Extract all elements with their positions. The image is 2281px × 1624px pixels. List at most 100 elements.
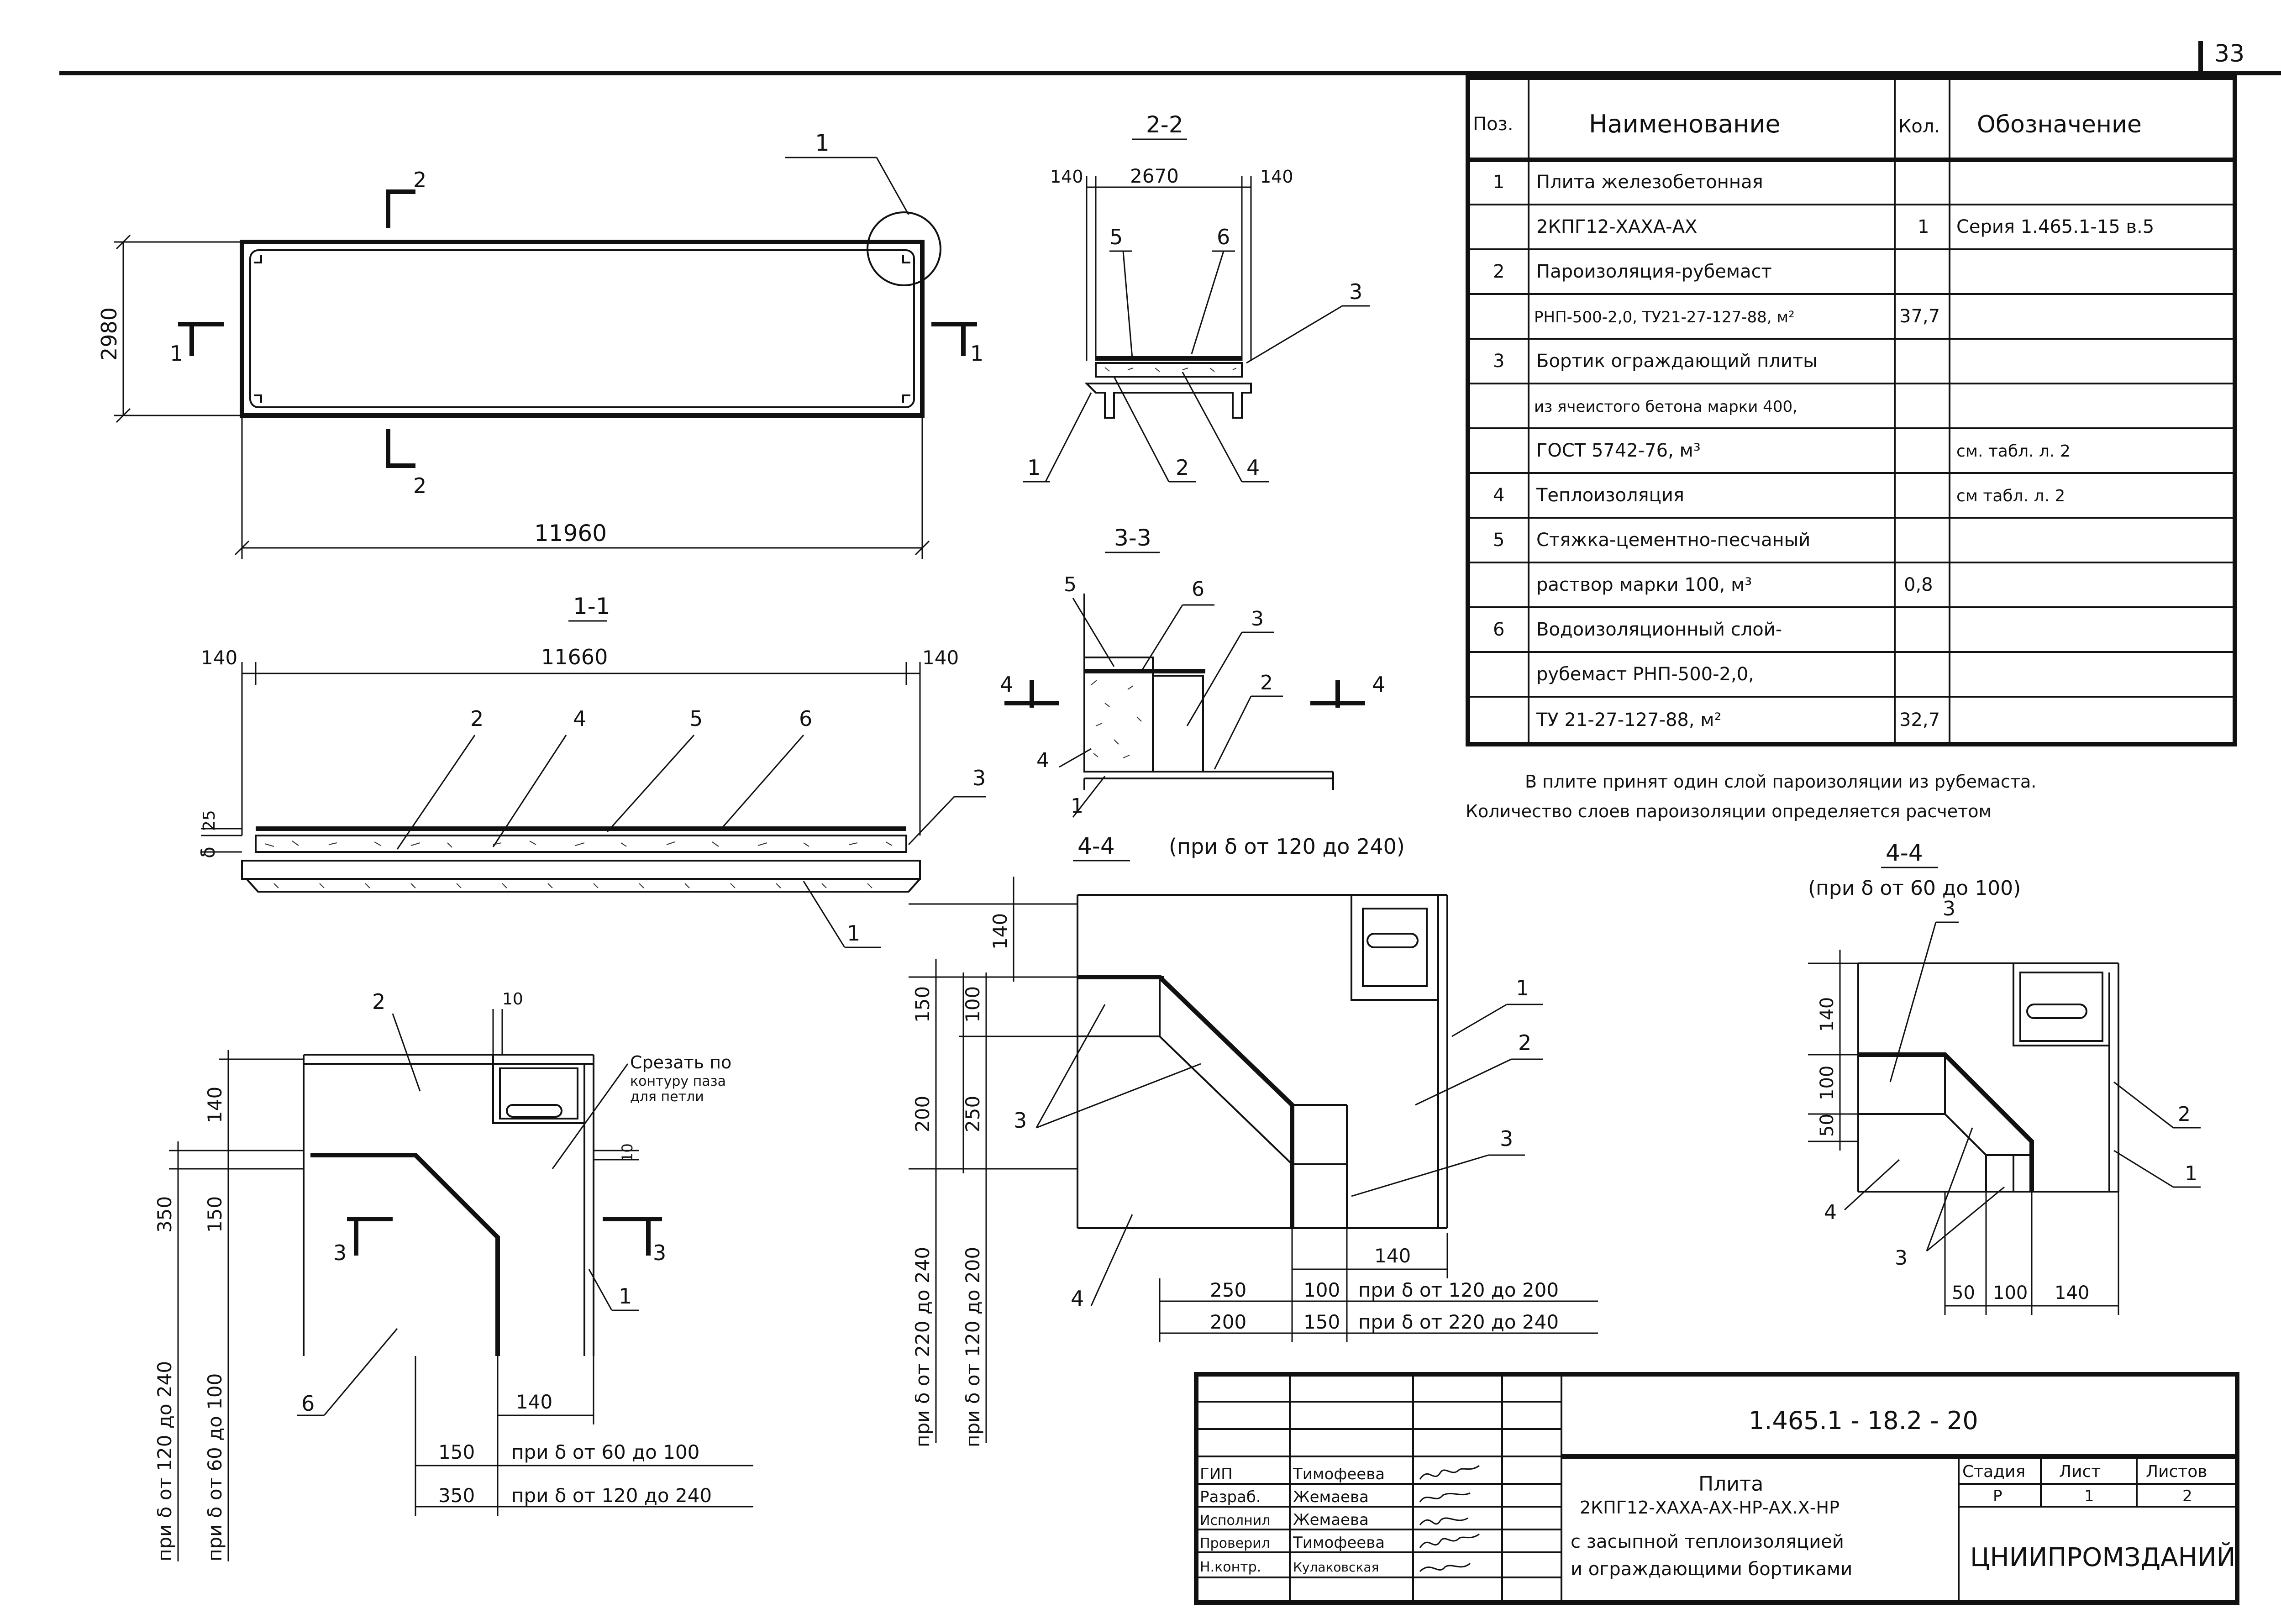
spec-row-name: Теплоизоляция — [1536, 485, 1684, 506]
spec-row-name: РНП-500-2,0, ТУ21-27-127-88, м² — [1534, 308, 1795, 326]
section-2-2-label-1: 1 — [1027, 455, 1041, 480]
section-4-4b-dim-100: 100 — [1817, 1066, 1838, 1100]
section-1-1-slab — [241, 860, 921, 880]
section-1-1-label-3: 3 — [972, 766, 986, 790]
detail-dim-10-top: 10 — [502, 990, 523, 1009]
role-name: Кулаковская — [1293, 1560, 1379, 1575]
title-block-stage-header: Стадия — [1962, 1462, 2025, 1481]
detail-row2-a: 350 — [438, 1484, 475, 1507]
section-2-2-label-4: 4 — [1246, 455, 1260, 480]
corner-number: 33 — [2214, 40, 2244, 68]
spec-row-qty: 32,7 — [1899, 710, 1940, 731]
detail-dim-140: 140 — [204, 1087, 226, 1123]
detail-cut-3-left: 3 — [333, 1240, 347, 1265]
role-name: Жемаева — [1293, 1488, 1369, 1506]
title-block-frame — [1194, 1372, 2239, 1605]
role-title: Проверил — [1200, 1535, 1270, 1551]
spec-header-name: Наименование — [1589, 110, 1781, 138]
role-name: Тимофеева — [1293, 1465, 1385, 1483]
detail-row2-text: при δ от 120 до 240 — [511, 1484, 712, 1507]
spec-header-pos: Поз. — [1473, 114, 1514, 135]
signature-5 — [1419, 1562, 1471, 1572]
detail-dim-350: 350 — [153, 1196, 176, 1233]
corner-detail: 140 350 150 при δ от 120 до 240 при δ от… — [153, 989, 753, 1561]
section-4-4a-row2-b: 150 — [1303, 1311, 1340, 1333]
section-1-1-dim-mid: 11660 — [541, 645, 608, 669]
role-title: Н.контр. — [1200, 1559, 1261, 1575]
detail-vert-label-2: при δ от 60 до 100 — [204, 1373, 226, 1561]
title-block-title-line-4: и ограждающими бортиками — [1571, 1559, 1852, 1580]
plan-detail-callout-circle — [867, 211, 941, 286]
section-1-1-delta: δ — [197, 846, 219, 858]
detail-cut-3-right: 3 — [653, 1240, 666, 1265]
section-2-2-dim-left: 140 — [1050, 167, 1083, 187]
section-4-4a-dim-100: 100 — [962, 986, 984, 1023]
section-2-2-label-2: 2 — [1176, 455, 1189, 480]
section-4-4a-dim-150: 150 — [911, 986, 934, 1023]
spec-row-name: 2КПГ12-ХАХА-АХ — [1536, 216, 1697, 237]
plan-cut-1-right: 1 — [970, 341, 983, 366]
section-3-3-cut-left: 4 — [1000, 672, 1013, 697]
signature-2 — [1419, 1492, 1471, 1503]
section-2-2-dim-mid: 2670 — [1130, 165, 1179, 187]
detail-note-line-3: для петли — [630, 1089, 704, 1105]
note-line-1: В плите принят один слой пароизоляции из… — [1525, 772, 2036, 792]
role-title: ГИП — [1200, 1465, 1233, 1483]
detail-label-1: 1 — [619, 1284, 632, 1309]
section-3-3-label-6: 6 — [1192, 578, 1204, 601]
detail-row1-text: при δ от 60 до 100 — [511, 1441, 699, 1463]
section-4-4a-dim-200: 200 — [911, 1096, 934, 1132]
section-4-4b-label-4: 4 — [1824, 1201, 1837, 1224]
section-3-3-title: 3-3 — [1114, 525, 1151, 551]
section-1-1-label-1: 1 — [847, 921, 860, 946]
spec-row-pos: 1 — [1493, 172, 1504, 193]
section-4-4b-title: 4-4 — [1886, 840, 1923, 866]
section-4-4a-row2-text: при δ от 220 до 240 — [1358, 1311, 1559, 1333]
title-block: 1.465.1 - 18.2 - 20 Плита 2КПГ12-ХАХА-АХ… — [1194, 1372, 2239, 1605]
section-4-4a-dim-140-bottom: 140 — [1374, 1245, 1411, 1267]
signature-1 — [1419, 1465, 1480, 1480]
spec-row-pos: 3 — [1493, 351, 1504, 372]
section-4-4a-label-3: 3 — [1500, 1126, 1513, 1151]
title-block-organization: ЦНИИПРОМЗДАНИЙ — [1970, 1542, 2236, 1572]
spec-row-name: из ячеистого бетона марки 400, — [1534, 398, 1797, 416]
title-block-sheets-total: 2 — [2182, 1487, 2192, 1505]
spec-row-pos: 6 — [1493, 619, 1504, 640]
plan-cut-2-bottom: 2 — [413, 473, 426, 498]
role-name: Тимофеева — [1293, 1534, 1385, 1552]
spec-row-pos: 4 — [1493, 485, 1504, 506]
section-4-4-large: 4-4 (при δ от 120 до 240) 140 150 100 20… — [909, 833, 1598, 1447]
section-1-1-insulation — [255, 835, 907, 853]
section-1-1-title: 1-1 — [573, 593, 610, 620]
spec-row-name: Плита железобетонная — [1536, 172, 1763, 193]
spec-row-name: Водоизоляционный слой- — [1536, 619, 1782, 640]
plan-view: 1 2 2 1 1 2980 11960 — [97, 130, 983, 559]
spec-row-name: рубемаст РНП-500-2,0, — [1536, 664, 1754, 685]
section-1-1-dim-layer: 25 — [200, 810, 219, 831]
note-line-2: Количество слоев пароизоляции определяет… — [1466, 801, 1992, 821]
section-3-3-label-2: 2 — [1260, 671, 1273, 694]
section-4-4b-dim-50: 50 — [1817, 1114, 1838, 1137]
plan-height-dim: 2980 — [97, 307, 121, 361]
section-2-2: 2-2 140 2670 140 5 6 3 1 2 4 — [1023, 111, 1370, 483]
spec-row-name: раствор марки 100, м³ — [1536, 574, 1752, 595]
section-4-4b-dim-bottom-140: 140 — [2055, 1282, 2089, 1303]
specification-table: Поз. Наименование Кол. Обозначение 1 Пли… — [1466, 75, 2237, 746]
section-3-3-cut-right: 4 — [1372, 672, 1385, 697]
spec-row-designation: см. табл. л. 2 — [1956, 442, 2071, 461]
spec-row-qty: 0,8 — [1904, 574, 1933, 595]
plan-cut-2-top: 2 — [413, 168, 426, 192]
spec-row-name: Бортик ограждающий плиты — [1536, 351, 1818, 372]
section-1-1-dim-left: 140 — [201, 646, 237, 669]
section-3-3-label-3: 3 — [1251, 607, 1264, 631]
plan-cut-1-left: 1 — [170, 341, 183, 366]
section-4-4a-dim-250: 250 — [962, 1096, 984, 1132]
role-title: Исполнил — [1200, 1513, 1270, 1529]
role-name: Жемаева — [1293, 1511, 1369, 1529]
section-4-4b-label-3b: 3 — [1895, 1246, 1908, 1270]
section-1-1-label-6: 6 — [799, 706, 812, 731]
signature-3 — [1419, 1517, 1468, 1525]
section-3-3-label-4: 4 — [1036, 749, 1049, 772]
detail-row1-a: 150 — [438, 1441, 475, 1463]
